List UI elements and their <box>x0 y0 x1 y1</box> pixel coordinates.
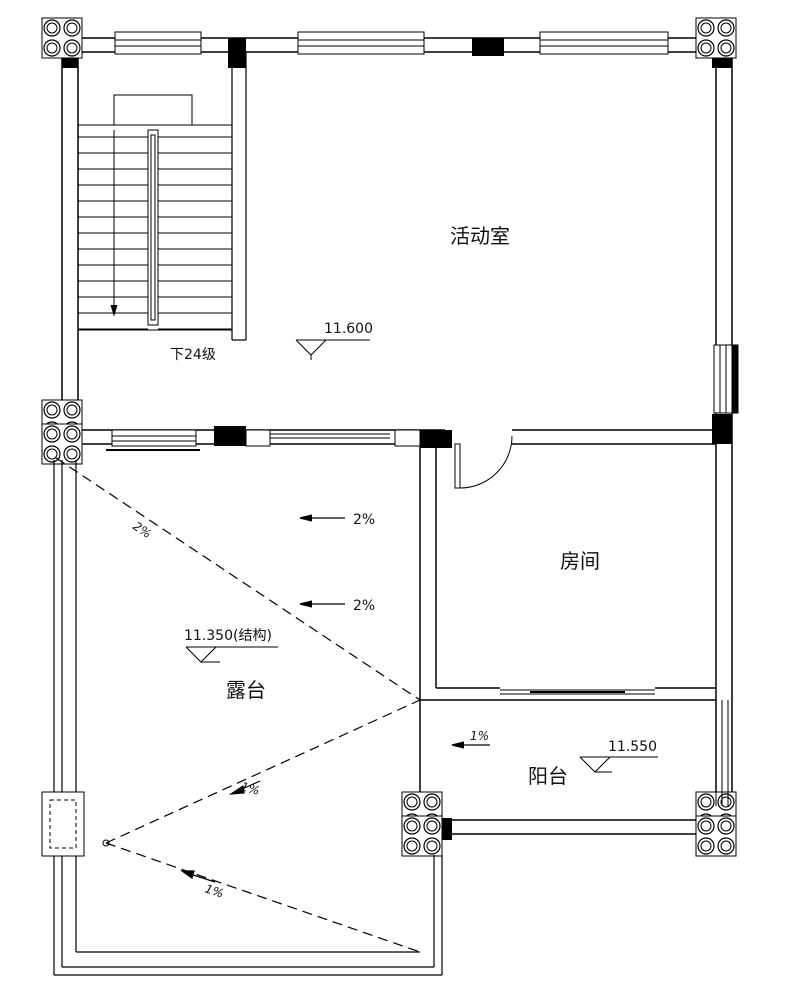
corner-cap-top-left <box>41 17 83 59</box>
bedroom-door <box>454 435 513 489</box>
staircase <box>77 94 233 331</box>
slope-label-terrace-lower: 2% <box>353 598 375 614</box>
balcony-railing <box>715 700 729 806</box>
slope-label-terrace-upper: 2% <box>353 512 375 528</box>
stair-treads <box>78 136 232 330</box>
room-label-activity: 活动室 <box>450 224 510 248</box>
terrace-slope-lines <box>55 457 421 953</box>
elevation-marker-balcony <box>579 756 658 773</box>
sliding-door-balcony <box>500 689 655 695</box>
terrace-drain-box <box>41 791 85 857</box>
slope-label-balcony: 1% <box>470 729 489 743</box>
stair-partition <box>231 52 247 341</box>
elevation-terrace: 11.350(结构) <box>184 628 272 644</box>
slope-label-terrace-diagonal: 2% <box>130 519 154 541</box>
drain-point <box>102 839 110 847</box>
corner-cap-mid-left <box>41 399 83 465</box>
elevation-activity: 11.600 <box>324 321 373 337</box>
slope-arrows <box>180 514 490 883</box>
stair-direction-arrow <box>110 130 118 317</box>
window-mid-left <box>106 429 200 451</box>
slope-label-drain-lower: 1% <box>203 882 225 901</box>
room-label-bedroom: 房间 <box>560 549 600 573</box>
corner-cap-top-right <box>695 17 737 59</box>
sliding-door-terrace <box>245 429 421 447</box>
room-label-terrace: 露台 <box>226 678 266 702</box>
elevation-marker-terrace <box>185 646 278 663</box>
terrace-parapet <box>53 460 443 976</box>
windows-top <box>114 31 669 55</box>
window-right <box>713 344 739 414</box>
elevation-marker-activity <box>295 339 370 360</box>
slope-label-drain-upper: 1% <box>239 779 261 797</box>
stair-handrail <box>147 129 159 326</box>
room-label-balcony: 阳台 <box>528 764 568 788</box>
stair-note: 下24级 <box>170 347 216 363</box>
corner-cap-balcony-left <box>401 791 443 857</box>
elevation-balcony: 11.550 <box>608 739 657 755</box>
